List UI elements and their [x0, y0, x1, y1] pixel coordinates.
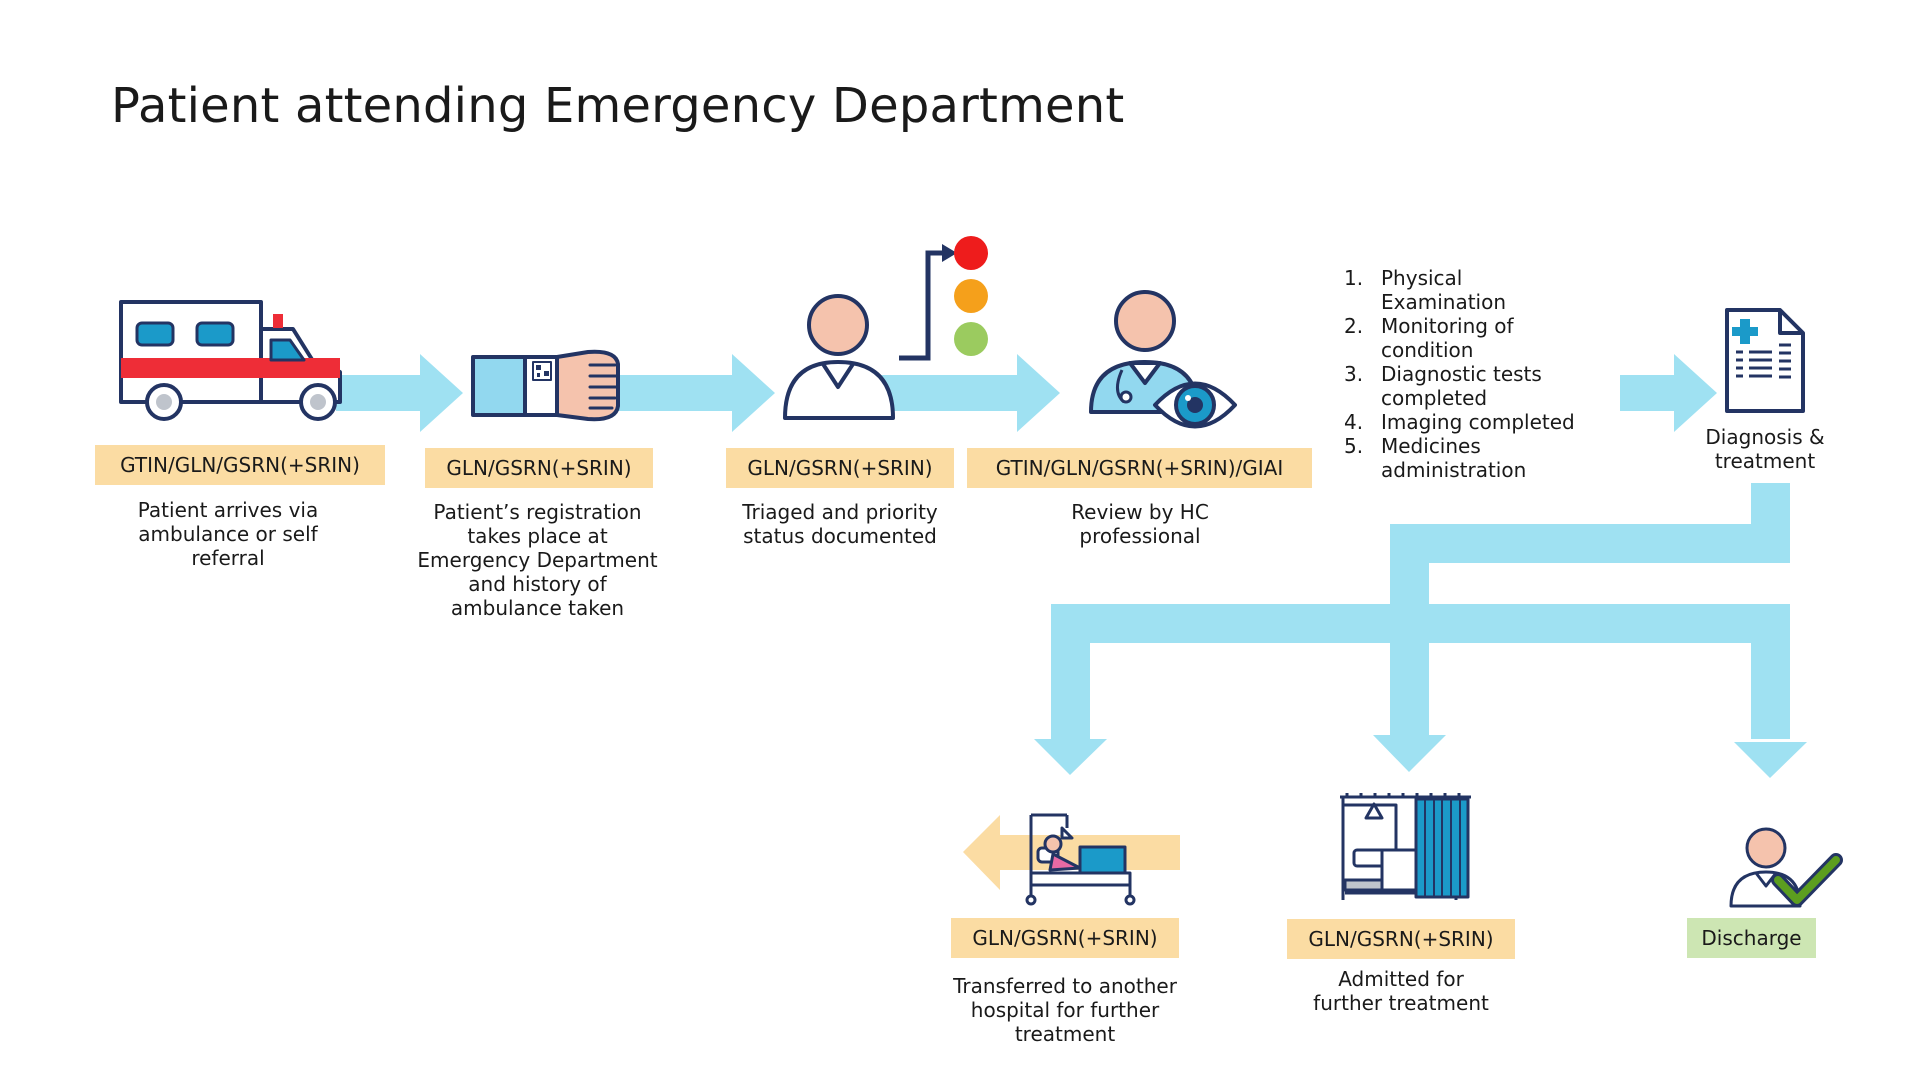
- flow-arrow-1: [336, 354, 463, 432]
- stage-caption-registration: Patient’s registration takes place at Em…: [417, 500, 658, 620]
- diagnosis-step: 1.Physical Examination: [1344, 266, 1507, 314]
- checkmark-icon: [1771, 853, 1843, 907]
- outcome-caption-admitted: Admitted for further treatment: [1313, 967, 1489, 1015]
- diagnosis-step: 2.Monitoring of condition: [1344, 314, 1514, 362]
- diagnosis-step: 4.Imaging completed: [1344, 410, 1575, 434]
- transfer-arrow: [963, 815, 1180, 890]
- stage-code-review: GTIN/GLN/GSRN(+SRIN)/GIAI: [967, 448, 1312, 488]
- flow-arrow-4: [1620, 354, 1717, 432]
- outcome-code-admitted: GLN/GSRN(+SRIN): [1287, 919, 1515, 959]
- page-title: Patient attending Emergency Department: [111, 78, 1125, 134]
- stage-code-arrival: GTIN/GLN/GSRN(+SRIN): [95, 445, 385, 485]
- hospital-ward-icon: [1340, 793, 1471, 900]
- stage-code-registration: GLN/GSRN(+SRIN): [425, 448, 653, 488]
- stage-caption-review: Review by HC professional: [1071, 500, 1209, 548]
- patient-bed-icon: [1025, 813, 1136, 906]
- stage-caption-arrival: Patient arrives via ambulance or self re…: [137, 498, 319, 570]
- stage-code-triage: GLN/GSRN(+SRIN): [726, 448, 954, 488]
- stage-caption-diagnosis: Diagnosis & treatment: [1705, 425, 1825, 473]
- branch-connector: [1034, 483, 1807, 778]
- ambulance-icon: [119, 300, 342, 421]
- doctor-review-icon: [1089, 290, 1237, 429]
- triage-person-icon: [783, 294, 895, 420]
- diagnosis-steps-list: 1.Physical Examination 2.Monitoring of c…: [1344, 266, 1604, 482]
- diagnosis-step: 3.Diagnostic tests completed: [1344, 362, 1542, 410]
- diagnosis-step: 5.Medicines administration: [1344, 434, 1527, 482]
- branch-arrow-left: [1034, 739, 1107, 775]
- flow-arrow-2: [614, 354, 775, 432]
- stage-caption-triage: Triaged and priority status documented: [742, 500, 938, 548]
- medical-document-icon: [1725, 308, 1805, 413]
- discharge-person-icon: [1729, 827, 1802, 908]
- outcome-code-transfer: GLN/GSRN(+SRIN): [951, 918, 1179, 958]
- discharge-label: Discharge: [1687, 918, 1816, 958]
- branch-arrow-middle: [1373, 735, 1446, 772]
- outcome-caption-transfer: Transferred to another hospital for furt…: [953, 974, 1177, 1046]
- traffic-light-icon: [899, 236, 988, 361]
- wristband-icon: [471, 349, 620, 422]
- branch-arrow-right: [1734, 742, 1807, 778]
- flow-arrow-3: [880, 354, 1060, 432]
